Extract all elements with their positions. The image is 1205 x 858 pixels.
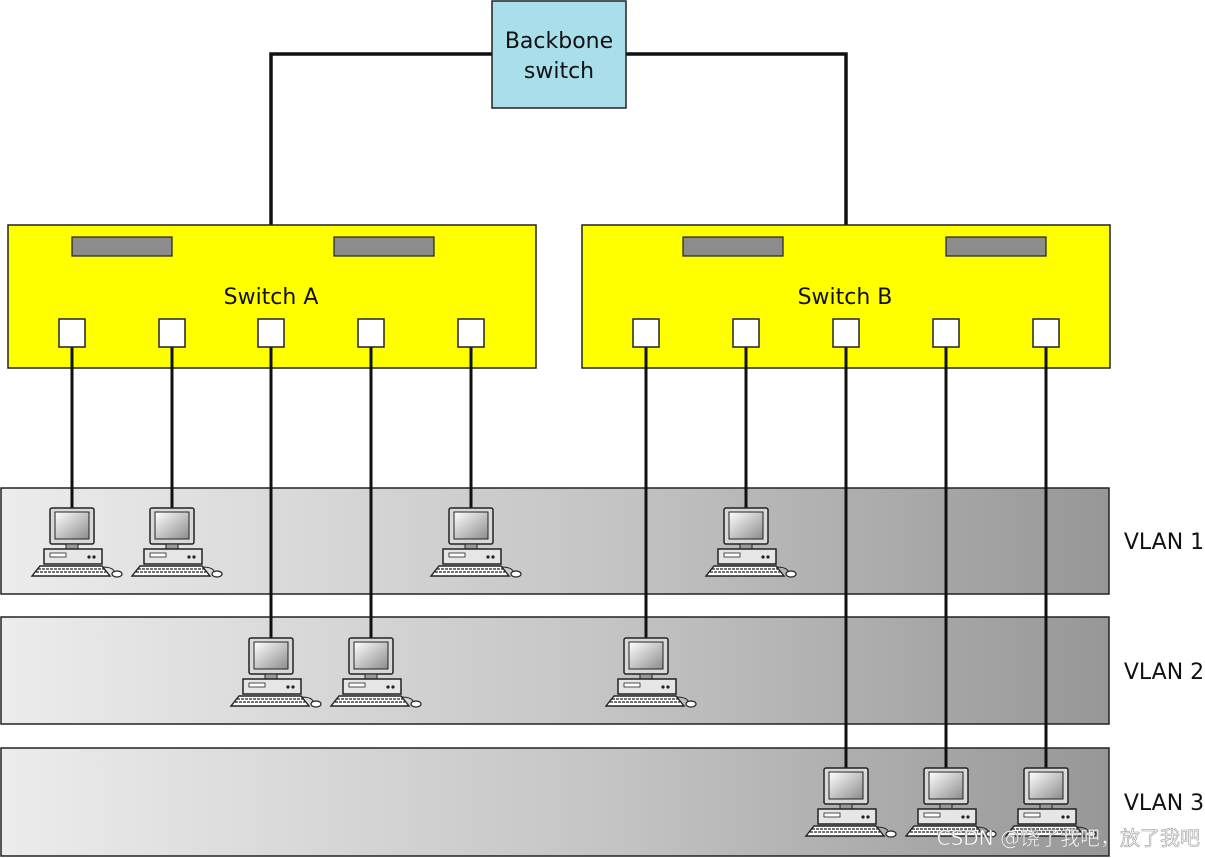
backbone-link-b <box>626 52 848 225</box>
vlan2-band <box>0 616 1110 725</box>
switch-b-port-5 <box>1032 318 1060 348</box>
switch-a-port-1 <box>58 318 86 348</box>
switch-a-indicator-left <box>71 236 173 257</box>
backbone-link-a <box>269 52 492 225</box>
switch-b-port-2 <box>732 318 760 348</box>
switch-a-port-5 <box>457 318 485 348</box>
vlan2-label: VLAN 2 <box>1124 660 1204 685</box>
switch-b-port-4 <box>932 318 960 348</box>
ports <box>58 318 1060 348</box>
switch-a-label: Switch A <box>224 285 319 310</box>
backbone-switch <box>491 0 627 109</box>
backbone-label-line2: switch <box>524 59 594 84</box>
vlan3-label: VLAN 3 <box>1124 791 1204 816</box>
switch-a-indicator-right <box>333 236 435 257</box>
switch-a-port-4 <box>357 318 385 348</box>
switch-b-indicator-right <box>945 236 1047 257</box>
backbone-label-line1: Backbone <box>505 29 613 54</box>
watermark-text: CSDN @饶了我吧，放了我吧 <box>937 826 1200 850</box>
vlan1-label: VLAN 1 <box>1124 530 1204 555</box>
switch-b-indicator-left <box>682 236 784 257</box>
switch-a-port-3 <box>257 318 285 348</box>
cables <box>70 334 1048 770</box>
switch-b-label: Switch B <box>798 285 893 310</box>
switch-b-port-3 <box>832 318 860 348</box>
switch-a-port-2 <box>158 318 186 348</box>
switch-b-port-1 <box>632 318 660 348</box>
